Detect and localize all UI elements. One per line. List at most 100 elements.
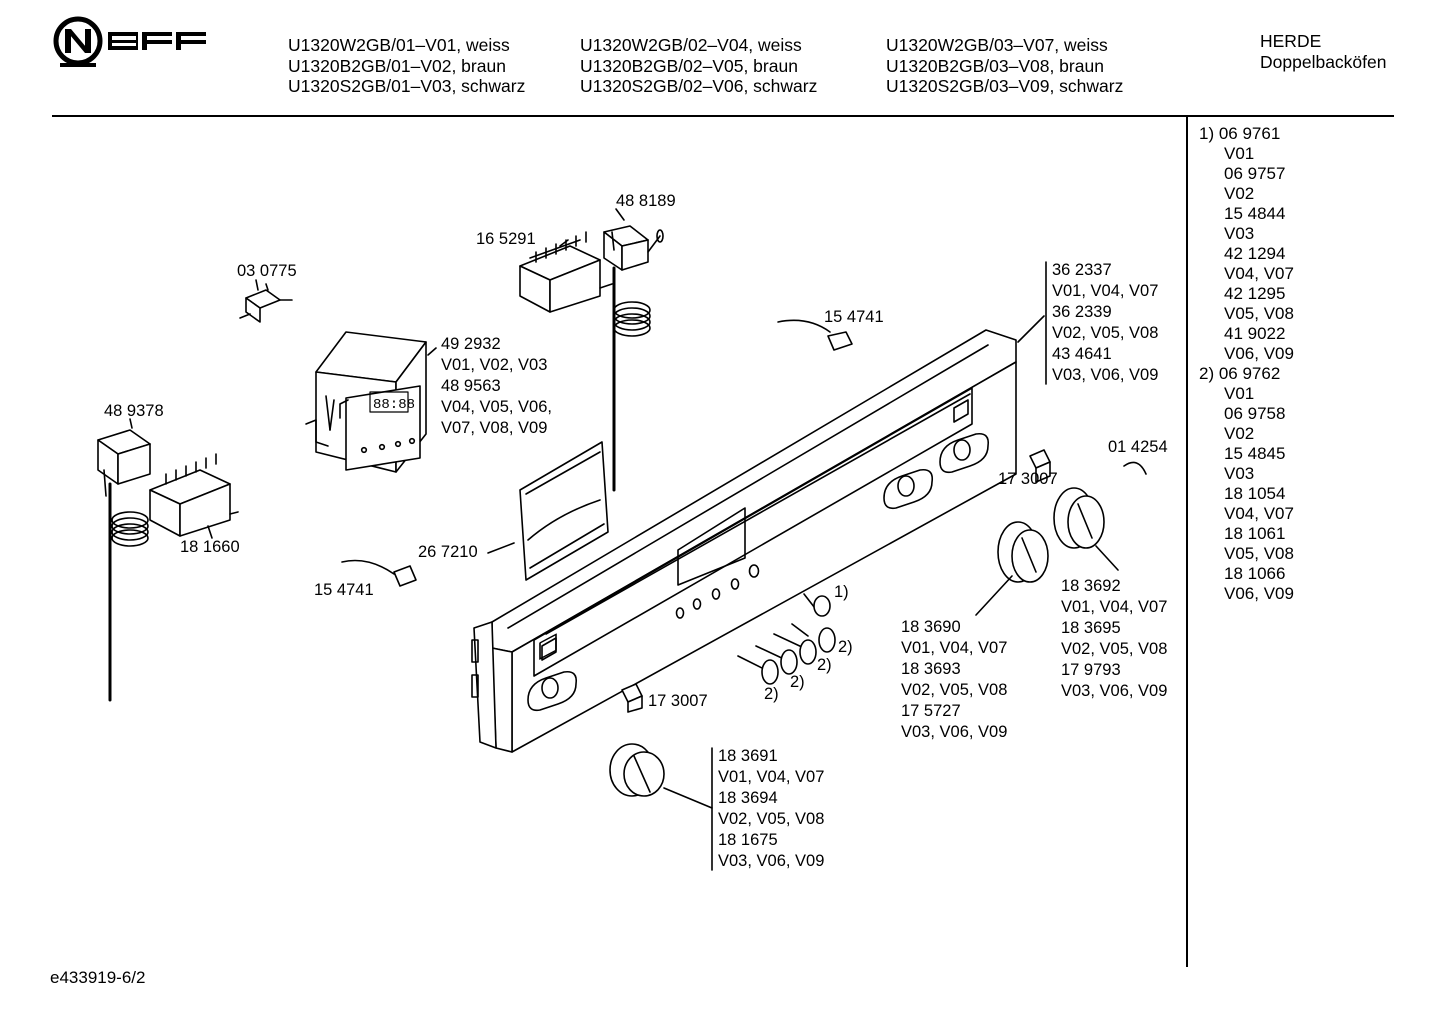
- side-note: V06, V09: [1224, 584, 1294, 603]
- side-note: 06 9757: [1224, 164, 1286, 183]
- part-label: 15 4741: [824, 308, 884, 326]
- part-label: 18 1660: [180, 538, 240, 556]
- side-note: V05, V08: [1224, 304, 1294, 323]
- display-cover: [519, 441, 609, 581]
- side-note: V02: [1224, 424, 1255, 443]
- header-model: U1320W2GB/03–V07, weiss: [886, 35, 1108, 55]
- footnote-marker: 2): [764, 685, 779, 703]
- timer-module: 88:88: [305, 331, 427, 473]
- side-note: V04, V07: [1224, 264, 1294, 283]
- header-model: U1320B2GB/01–V02, braun: [288, 55, 506, 76]
- part-label-group-knob-center: 18 3690 V01, V04, V07 18 3693 V02, V05, …: [901, 617, 1007, 743]
- side-notes: 1) 06 9761 V01 06 9757 V02 15 4844 V03 4…: [1199, 124, 1294, 604]
- part-label: V02, V05, V08: [901, 681, 1008, 699]
- header-models-col2: U1320W2GB/02–V04, weiss U1320B2GB/02–V05…: [580, 35, 817, 97]
- part-label: V03, V06, V09: [1061, 682, 1168, 700]
- category-title: HERDE: [1260, 31, 1322, 51]
- header-model: U1320S2GB/03–V09, schwarz: [886, 76, 1124, 96]
- side-note: 15 4845: [1224, 444, 1286, 463]
- side-note: V05, V08: [1224, 544, 1294, 563]
- part-label: V04, V05, V06,: [441, 398, 552, 416]
- footnote-marker: 2): [790, 673, 805, 691]
- part-label: 17 3007: [648, 692, 708, 710]
- side-note: 06 9758: [1224, 404, 1286, 423]
- footnote-marker: 2): [838, 638, 853, 656]
- part-label-group-knob-bottom: 18 3691 V01, V04, V07 18 3694 V02, V05, …: [718, 746, 824, 872]
- control-panel-fascia: [471, 329, 1017, 753]
- part-label: 15 4741: [314, 581, 374, 599]
- part-label: V03, V06, V09: [1052, 366, 1159, 384]
- clip-bottom: [621, 683, 643, 713]
- part-label: 18 3691: [718, 747, 778, 765]
- side-note: 42 1295: [1224, 284, 1286, 303]
- part-label: V02, V05, V08: [1052, 324, 1159, 342]
- part-label: 17 3007: [998, 470, 1058, 488]
- part-label: 17 5727: [901, 702, 961, 720]
- part-label: 18 1675: [718, 831, 778, 849]
- neff-logo: [53, 16, 206, 67]
- part-label: V02, V05, V08: [1061, 640, 1168, 658]
- drawing-id: e433919-6/2: [50, 968, 146, 987]
- part-label-group-knob-right: 18 3692 V01, V04, V07 18 3695 V02, V05, …: [1061, 576, 1167, 702]
- part-label: 43 4641: [1052, 345, 1112, 363]
- part-label-group-timer: 49 2932 V01, V02, V03 48 9563 V04, V05, …: [441, 334, 552, 439]
- part-label: 48 8189: [616, 192, 676, 210]
- spring-clip: [1123, 461, 1147, 475]
- side-note: V06, V09: [1224, 344, 1294, 363]
- side-note: 42 1294: [1224, 244, 1286, 263]
- part-label: 48 9378: [104, 402, 164, 420]
- part-label: 49 2932: [441, 335, 501, 353]
- part-label: 18 3694: [718, 789, 778, 807]
- part-label: 18 3695: [1061, 619, 1121, 637]
- part-label: V03, V06, V09: [718, 852, 825, 870]
- header-rule: [52, 115, 1394, 117]
- part-label: 03 0775: [237, 262, 297, 280]
- footnote-marker: 1): [834, 583, 849, 601]
- header-category: HERDE Doppelbacköfen: [1260, 31, 1386, 72]
- part-label: 36 2337: [1052, 261, 1112, 279]
- indicator-lamp-bottom: [341, 559, 417, 587]
- part-label: V01, V04, V07: [1052, 282, 1159, 300]
- side-note: 2) 06 9762: [1199, 364, 1281, 383]
- side-column-rule: [1186, 117, 1188, 967]
- side-note: 18 1054: [1224, 484, 1286, 503]
- side-note: V01: [1224, 384, 1255, 403]
- part-label: V03, V06, V09: [901, 723, 1008, 741]
- side-note: V03: [1224, 464, 1255, 483]
- side-note: 15 4844: [1224, 204, 1286, 223]
- header-model: U1320S2GB/01–V03, schwarz: [288, 76, 526, 96]
- side-note: V04, V07: [1224, 504, 1294, 523]
- thermostat-switch-top: [603, 225, 664, 492]
- part-label: V01, V04, V07: [718, 768, 825, 786]
- thermostat-switch-left: [97, 429, 151, 702]
- part-label: V07, V08, V09: [441, 419, 548, 437]
- side-note: V03: [1224, 224, 1255, 243]
- side-note: 18 1066: [1224, 564, 1286, 583]
- part-label: V02, V05, V08: [718, 810, 825, 828]
- header-model: U1320W2GB/02–V04, weiss: [580, 35, 802, 55]
- part-label: 36 2339: [1052, 303, 1112, 321]
- control-knob-center: [997, 521, 1049, 583]
- part-label: 17 9793: [1061, 661, 1121, 679]
- part-label: 01 4254: [1108, 438, 1168, 456]
- part-label-group-fascia: 36 2337 V01, V04, V07 36 2339 V02, V05, …: [1052, 260, 1158, 386]
- control-knob-bottom: [609, 743, 665, 797]
- part-label: 26 7210: [418, 543, 478, 561]
- side-note: V01: [1224, 144, 1255, 163]
- selector-switch-top: [519, 231, 613, 313]
- side-note: 41 9022: [1224, 324, 1286, 343]
- leader-fascia: [1017, 315, 1045, 343]
- push-button-shafts: [737, 593, 836, 685]
- part-label: 16 5291: [476, 230, 536, 248]
- category-subtitle: Doppelbacköfen: [1260, 51, 1387, 72]
- part-label: V01, V02, V03: [441, 356, 548, 374]
- side-note: V02: [1224, 184, 1255, 203]
- selector-switch-left: [149, 453, 239, 537]
- header-model: U1320W2GB/01–V01, weiss: [288, 35, 510, 55]
- header-model: U1320S2GB/02–V06, schwarz: [580, 76, 818, 96]
- header-model: U1320B2GB/03–V08, braun: [886, 55, 1104, 76]
- side-note: 1) 06 9761: [1199, 124, 1281, 143]
- connector-clip: [239, 279, 293, 323]
- part-label: 18 3692: [1061, 577, 1121, 595]
